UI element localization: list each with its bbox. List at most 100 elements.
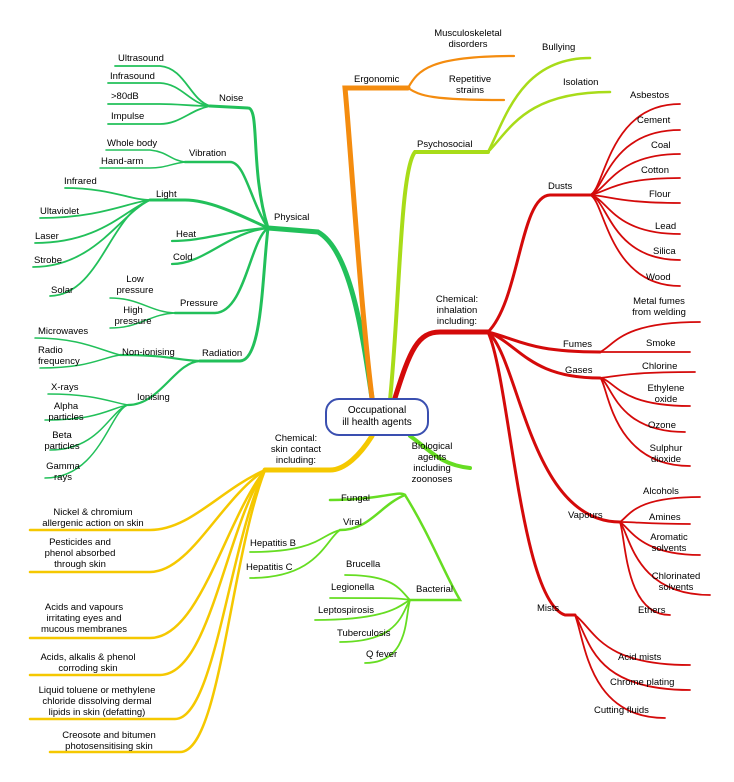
aromatic-line-1: Aromatic — [650, 532, 688, 543]
musculoskeletal-line-2: disorders — [448, 39, 488, 50]
chem-skin-line-1: Chemical: — [274, 433, 318, 444]
chemical-inhalation-branch — [392, 103, 711, 719]
light-item-infrared: Infrared — [64, 176, 97, 187]
dust-silica: Silica — [653, 246, 676, 257]
acids-alkalis-line-1: Acids, alkalis & phenol — [40, 652, 136, 663]
sulphur-line-2: dioxide — [650, 454, 682, 465]
radio-line-2: frequency — [38, 356, 80, 367]
sulphur-line-1: Sulphur — [649, 443, 683, 454]
gamma-line-2: rays — [54, 472, 72, 483]
ergonomic-branch — [342, 54, 516, 401]
creosote-line-1: Creosote and bitumen — [62, 730, 156, 741]
light-item-laser: Laser — [35, 231, 59, 242]
musculoskeletal-line-1: Musculoskeletal — [434, 28, 502, 39]
dust-cement: Cement — [637, 115, 671, 126]
light-item-solar: Solar — [51, 285, 74, 296]
physical-label: Physical — [274, 212, 310, 223]
legionella-label: Legionella — [331, 582, 375, 593]
creosote-line-2: photosensitising skin — [65, 741, 153, 752]
dust-flour: Flour — [649, 189, 671, 200]
toluene-line-1: Liquid toluene or methylene — [38, 685, 156, 696]
bio-line-4: zoonoses — [411, 474, 453, 485]
repetitive-line-1: Repetitive — [448, 74, 492, 85]
brucella-label: Brucella — [346, 559, 381, 570]
metal-line-2: from welding — [632, 307, 686, 318]
non-ionising-label: Non-ionising — [122, 347, 175, 358]
fumes-label: Fumes — [563, 339, 593, 350]
aromatic-line-2: solvents — [651, 543, 687, 554]
ethers-label: Ethers — [638, 605, 666, 616]
nickel-line-1: Nickel & chromium — [53, 507, 133, 518]
biological-branch — [249, 434, 472, 664]
q-fever-label: Q fever — [366, 649, 398, 660]
noise-item-ultrasound: Ultrasound — [118, 53, 164, 64]
leptospirosis-label: Leptospirosis — [318, 605, 374, 616]
hepatitis-b-label: Hepatitis B — [250, 538, 296, 549]
repetitive-line-2: strains — [456, 85, 484, 96]
chemical-skin-branch — [28, 433, 375, 754]
pesticides-line-2: phenol absorbed — [44, 548, 116, 559]
dust-lead: Lead — [655, 221, 677, 232]
alcohols-label: Alcohols — [643, 486, 679, 497]
light-label: Light — [156, 189, 177, 200]
bio-line-3: including — [413, 463, 451, 474]
radiation-label: Radiation — [202, 348, 243, 359]
alpha-line-2: particles — [48, 412, 84, 423]
pesticides-line-1: Pesticides and — [49, 537, 111, 548]
pressure-label: Pressure — [180, 298, 219, 309]
noise-item-impulse: Impulse — [111, 111, 145, 122]
amines-label: Amines — [649, 512, 681, 523]
toluene-line-3: lipids in skin (defatting) — [48, 707, 146, 718]
pressure-high-line-1: High — [123, 305, 143, 316]
toluene-line-2: chloride dissolving dermal — [42, 696, 152, 707]
ethylene-line-1: Ethylene — [647, 383, 685, 394]
cold-label: Cold — [173, 252, 193, 263]
beta-line-1: Beta — [52, 430, 72, 441]
mists-label: Mists — [537, 603, 560, 614]
chem-inh-line-2: inhalation — [436, 305, 478, 316]
xrays-label: X-rays — [51, 382, 79, 393]
pesticides-line-3: through skin — [54, 559, 106, 570]
chlorinated-line-2: solvents — [658, 582, 694, 593]
light-item-strobe: Strobe — [34, 255, 62, 266]
noise-label: Noise — [219, 93, 244, 104]
radio-line-1: Radio — [38, 345, 63, 356]
microwaves-label: Microwaves — [38, 326, 89, 337]
physical-branch — [32, 65, 375, 479]
viral-label: Viral — [343, 517, 362, 528]
fungal-label: Fungal — [341, 493, 371, 504]
smoke-label: Smoke — [646, 338, 676, 349]
ethylene-line-2: oxide — [654, 394, 678, 405]
psychosocial-branch — [388, 56, 612, 402]
ionising-label: Ionising — [137, 392, 170, 403]
dust-asbestos: Asbestos — [630, 90, 670, 101]
noise-item-80db: >80dB — [111, 91, 139, 102]
center-line-1: Occupational — [347, 405, 407, 416]
pressure-low-line-2: pressure — [116, 285, 154, 296]
acids-vapours-line-1: Acids and vapours — [44, 602, 124, 613]
metal-line-1: Metal fumes — [633, 296, 685, 307]
bio-line-1: Biological — [411, 441, 453, 452]
vapours-label: Vapours — [568, 510, 603, 521]
mist-chrome: Chrome plating — [610, 677, 675, 688]
dust-coal: Coal — [651, 140, 671, 151]
vibration-item-hand-arm: Hand-arm — [101, 156, 144, 167]
